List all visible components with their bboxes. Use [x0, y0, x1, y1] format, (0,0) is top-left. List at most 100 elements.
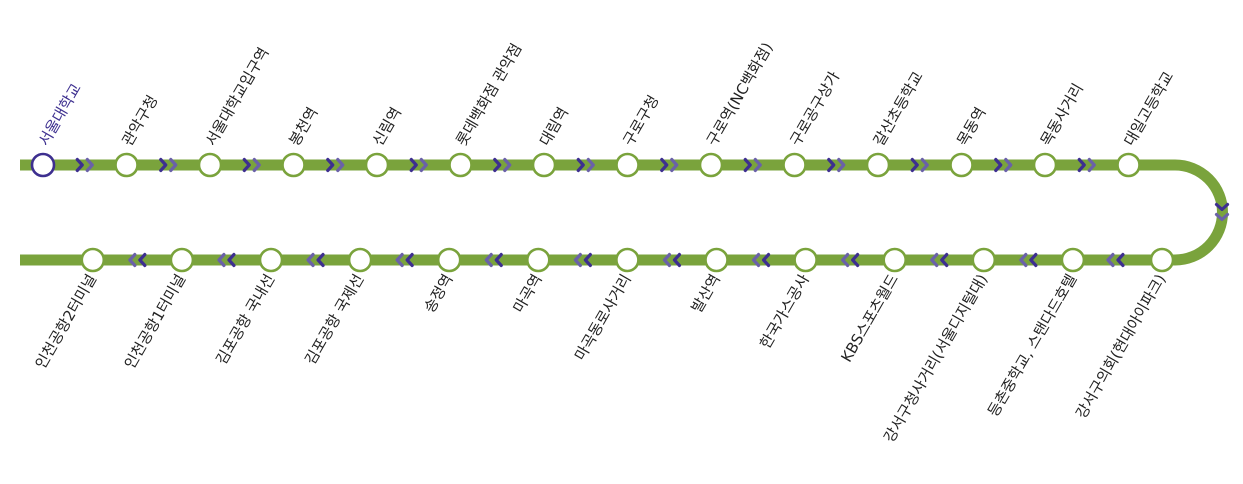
- station-label-bottom: 김포공항 국내선: [212, 271, 278, 368]
- station-label-top: 서울대학교입구역: [202, 44, 273, 149]
- direction-arrow: [573, 252, 592, 268]
- direction-arrow: [159, 157, 178, 173]
- stations: [30, 152, 1175, 273]
- station-marker[interactable]: [281, 152, 306, 178]
- direction-arrows: [75, 157, 1230, 268]
- station-label-bottom: 인천공항1터미널: [121, 271, 190, 372]
- direction-arrow: [660, 157, 679, 173]
- station-marker[interactable]: [197, 152, 223, 178]
- chevron-icon: [227, 252, 236, 268]
- chevron-icon: [326, 157, 335, 173]
- chevron-icon: [672, 252, 682, 268]
- station-label-top: 목동역: [953, 104, 989, 149]
- station-marker[interactable]: [1060, 247, 1086, 273]
- station-marker[interactable]: [698, 152, 724, 178]
- station-label-top: 갈산초등학교: [870, 68, 927, 149]
- direction-arrow: [409, 157, 428, 173]
- direction-arrow: [827, 157, 846, 173]
- chevron-icon: [930, 252, 939, 268]
- chevron-icon: [837, 157, 846, 173]
- direction-arrow: [662, 252, 682, 268]
- station-label-top: 구로공구상가: [786, 68, 843, 149]
- chevron-icon: [1106, 252, 1115, 268]
- station-marker[interactable]: [169, 247, 195, 273]
- chevron-icon: [85, 157, 94, 173]
- direction-arrow: [306, 252, 325, 268]
- station-marker[interactable]: [882, 247, 908, 273]
- station-marker[interactable]: [782, 152, 807, 178]
- station-marker[interactable]: [949, 152, 974, 178]
- chevron-icon: [1214, 212, 1230, 222]
- station-marker[interactable]: [347, 247, 373, 273]
- direction-arrow: [994, 157, 1013, 173]
- station-marker[interactable]: [531, 152, 557, 178]
- chevron-icon: [583, 252, 592, 268]
- chevron-icon: [128, 252, 137, 268]
- chevron-icon: [503, 157, 512, 173]
- station-label-bottom: 강서구청사거리(서울디지털대): [880, 271, 991, 446]
- direction-arrow: [242, 157, 261, 173]
- chevron-icon: [586, 157, 595, 173]
- chevron-icon: [1019, 252, 1028, 268]
- chevron-icon: [1087, 157, 1096, 173]
- station-marker[interactable]: [364, 152, 390, 178]
- station-label-top: 롯데백화점 관악점: [452, 40, 525, 149]
- chevron-icon: [1004, 157, 1013, 173]
- station-marker[interactable]: [1116, 152, 1141, 178]
- station-marker[interactable]: [615, 152, 640, 178]
- chevron-icon: [660, 157, 669, 173]
- station-marker[interactable]: [971, 247, 997, 273]
- chevron-icon: [1029, 252, 1038, 268]
- station-label-bottom: 김포공항 국제선: [301, 271, 367, 368]
- direction-arrow: [576, 157, 595, 173]
- station-label-top: 신림역: [369, 104, 405, 149]
- station-marker[interactable]: [525, 247, 551, 273]
- station-label-bottom: 강서구의회(현대아이파크): [1072, 271, 1169, 422]
- chevron-icon: [242, 157, 251, 173]
- chevron-icon: [841, 252, 850, 268]
- station-label-bottom: 송정역: [420, 271, 456, 316]
- station-marker[interactable]: [865, 152, 891, 178]
- direction-arrow: [217, 252, 236, 268]
- direction-arrow: [743, 157, 762, 173]
- station-label-top: 서울대학교: [35, 80, 85, 149]
- chevron-icon: [751, 252, 761, 268]
- station-marker[interactable]: [615, 247, 640, 273]
- direction-arrow: [395, 252, 414, 268]
- chevron-icon: [753, 157, 762, 173]
- chevron-icon: [138, 252, 147, 268]
- chevron-icon: [851, 252, 860, 268]
- station-marker[interactable]: [114, 152, 139, 178]
- station-marker[interactable]: [704, 247, 729, 273]
- direction-arrow: [128, 252, 147, 268]
- chevron-icon: [743, 157, 752, 173]
- chevron-icon: [493, 157, 502, 173]
- current-station-marker[interactable]: [30, 152, 56, 178]
- station-marker[interactable]: [80, 247, 106, 273]
- station-label-bottom: 마곡동로사거리: [571, 271, 635, 364]
- chevron-icon: [573, 252, 582, 268]
- chevron-icon: [316, 252, 325, 268]
- station-label-top: 구로역(NC백화점): [703, 39, 777, 149]
- direction-arrow: [75, 157, 94, 173]
- direction-arrow: [910, 157, 929, 173]
- station-label-top: 대림역: [536, 104, 572, 149]
- chevron-icon: [994, 157, 1003, 173]
- chevron-icon: [306, 252, 315, 268]
- direction-arrow: [493, 157, 512, 173]
- direction-arrow: [326, 157, 345, 173]
- station-marker[interactable]: [258, 247, 284, 273]
- station-marker[interactable]: [436, 247, 462, 273]
- chevron-icon: [484, 252, 493, 268]
- direction-arrow: [1214, 202, 1230, 222]
- chevron-icon: [910, 157, 919, 173]
- station-marker[interactable]: [793, 247, 818, 273]
- direction-arrow: [1106, 252, 1125, 268]
- chevron-icon: [217, 252, 226, 268]
- station-marker[interactable]: [448, 152, 473, 178]
- station-label-bottom: 등촌중학교, 스탠다드호텔: [984, 271, 1080, 420]
- station-marker[interactable]: [1149, 247, 1175, 273]
- station-marker[interactable]: [1032, 152, 1058, 178]
- chevron-icon: [395, 252, 404, 268]
